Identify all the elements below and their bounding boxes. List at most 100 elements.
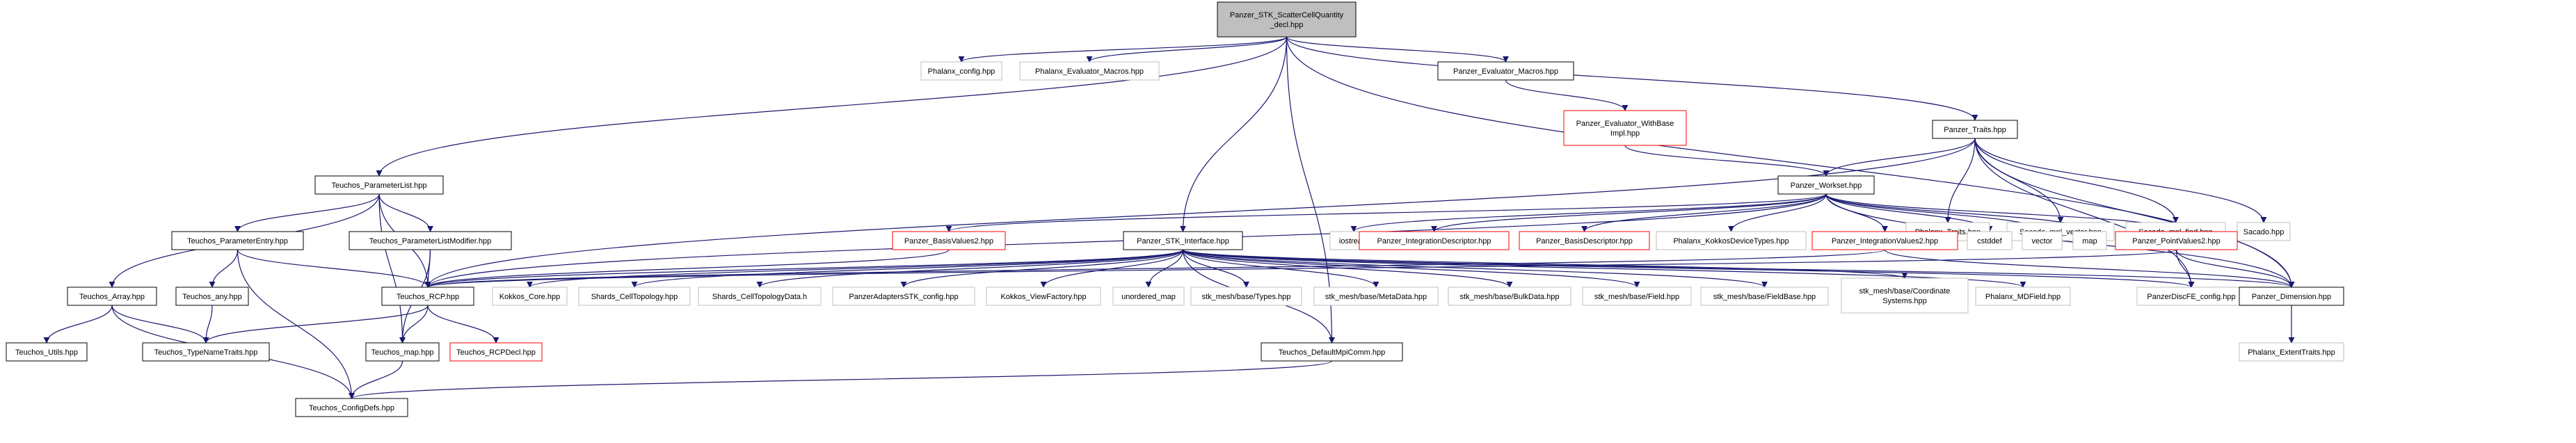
- node-phalanx-mdfield[interactable]: Phalanx_MDField.hpp: [1975, 287, 2071, 306]
- node-label: Teuchos_map.hpp: [371, 348, 434, 357]
- node-teuchos-configdefs[interactable]: Teuchos_ConfigDefs.hpp: [295, 398, 408, 417]
- node-stk-metadata[interactable]: stk_mesh/base/MetaData.hpp: [1313, 287, 1439, 306]
- node-teuchos-utils[interactable]: Teuchos_Utils.hpp: [6, 342, 88, 362]
- node-vector[interactable]: vector: [2022, 231, 2063, 250]
- node-teuchos-rcp[interactable]: Teuchos_RCP.hpp: [381, 287, 474, 306]
- node-label: Teuchos_any.hpp: [182, 293, 241, 301]
- edge-panzer_workset-to-panzer_intdesc: [1431, 193, 1827, 232]
- node-label: Phalanx_MDField.hpp: [1985, 293, 2061, 301]
- node-shards-celltopo[interactable]: Shards_CellTopology.hpp: [578, 287, 691, 306]
- edge-root-to-phalanx_config: [958, 36, 1288, 63]
- node-box: [698, 287, 822, 306]
- edge-teuchos_map-to-teuchos_configdefs: [349, 360, 403, 399]
- node-phalanx-kokkosdevtypes[interactable]: Phalanx_KokkosDeviceTypes.hpp: [1656, 231, 1807, 250]
- node-cstddef[interactable]: cstddef: [1967, 231, 2013, 250]
- edge-panzer_pointvalues2-to-teuchos_rcp: [425, 249, 2177, 288]
- node-panzer-workset[interactable]: Panzer_Workset.hpp: [1777, 175, 1875, 195]
- edge-panzer_stk_interface-to-stk_bulkdata: [1182, 249, 1513, 288]
- edge-panzer_workset-to-iostream: [1350, 193, 1827, 232]
- node-stk-fieldbase[interactable]: stk_mesh/base/FieldBase.hpp: [1700, 287, 1829, 306]
- node-teuchos-paramlistmod[interactable]: Teuchos_ParameterListModifier.hpp: [349, 231, 512, 250]
- node-teuchos-defaultmpicomm[interactable]: Teuchos_DefaultMpiComm.hpp: [1261, 342, 1403, 362]
- node-stk-types[interactable]: stk_mesh/base/Types.hpp: [1190, 287, 1302, 306]
- node-box: [2022, 231, 2063, 250]
- node-label: Kokkos_ViewFactory.hpp: [1000, 293, 1086, 301]
- edge-panzer_traits-to-teuchos_rcp: [424, 138, 1976, 288]
- node-label: Teuchos_DefaultMpiComm.hpp: [1279, 348, 1385, 357]
- node-label: Teuchos_Array.hpp: [79, 293, 145, 301]
- node-box: [6, 342, 88, 362]
- node-teuchos-paramentry[interactable]: Teuchos_ParameterEntry.hpp: [171, 231, 304, 250]
- node-box: [1261, 342, 1403, 362]
- node-teuchos-array[interactable]: Teuchos_Array.hpp: [67, 287, 157, 306]
- edge-panzer_traits-to-panzer_discfe_config: [1974, 138, 2195, 288]
- node-panzer-discfe-config[interactable]: PanzerDiscFE_config.hpp: [2136, 287, 2246, 306]
- edge-teuchos_rcp-to-teuchos_map: [399, 305, 429, 344]
- edge-panzer_stk_interface-to-panzer_dimension: [1182, 249, 2295, 288]
- edge-teuchos_rcp-to-teuchos_rcpdecl: [427, 305, 499, 344]
- node-label: vector: [2032, 237, 2053, 245]
- node-box: [1217, 1, 1357, 38]
- node-label: Sacado.hpp: [2243, 228, 2285, 236]
- node-box: [175, 287, 249, 306]
- node-box: [67, 287, 157, 306]
- node-label: Phalanx_KokkosDeviceTypes.hpp: [1673, 237, 1789, 245]
- node-label: Systems.hpp: [1882, 297, 1927, 305]
- node-label: Panzer_IntegrationValues2.hpp: [1832, 237, 1938, 245]
- node-unordered-map[interactable]: unordered_map: [1112, 287, 1185, 306]
- node-teuchos-rcpdecl[interactable]: Teuchos_RCPDecl.hpp: [449, 342, 543, 362]
- node-stk-bulkdata[interactable]: stk_mesh/base/BulkData.hpp: [1448, 287, 1571, 306]
- node-box: [892, 231, 1006, 250]
- node-label: Panzer_STK_Interface.hpp: [1137, 237, 1229, 245]
- node-phalanx-eval-macros[interactable]: Phalanx_Evaluator_Macros.hpp: [1019, 61, 1160, 81]
- edge-teuchos_array-to-teuchos_typenametraits: [111, 305, 209, 344]
- node-map[interactable]: map: [2072, 231, 2107, 250]
- node-box: [1777, 175, 1875, 195]
- node-panzer-eval-macros[interactable]: Panzer_Evaluator_Macros.hpp: [1437, 61, 1574, 81]
- node-box: [1448, 287, 1571, 306]
- node-label: Teuchos_ParameterListModifier.hpp: [369, 237, 491, 245]
- edge-teuchos_any-to-teuchos_typenametraits: [202, 305, 213, 344]
- node-root[interactable]: Panzer_STK_ScatterCellQuantity_decl.hpp: [1217, 1, 1357, 38]
- node-label: Impl.hpp: [1610, 129, 1640, 138]
- node-box: [381, 287, 474, 306]
- node-stk-field[interactable]: stk_mesh/base/Field.hpp: [1582, 287, 1692, 306]
- edge-teuchos_paramentry-to-teuchos_configdefs: [237, 249, 355, 399]
- node-panzer-basisvalues2[interactable]: Panzer_BasisValues2.hpp: [892, 231, 1006, 250]
- edge-panzer_stk_interface-to-panzer_adapters_stk_config: [900, 249, 1184, 288]
- edge-panzer_traits-to-sacado_mpl_vector: [1974, 138, 2064, 223]
- node-phalanx-config[interactable]: Phalanx_config.hpp: [920, 61, 1002, 81]
- node-label: PanzerDiscFE_config.hpp: [2147, 293, 2235, 301]
- node-teuchos-typenametraits[interactable]: Teuchos_TypeNameTraits.hpp: [142, 342, 270, 362]
- node-shards-celltopodata[interactable]: Shards_CellTopologyData.h: [698, 287, 822, 306]
- node-panzer-intdesc[interactable]: Panzer_IntegrationDescriptor.hpp: [1359, 231, 1510, 250]
- node-label: Panzer_STK_ScatterCellQuantity: [1230, 11, 1344, 19]
- node-panzer-stk-interface[interactable]: Panzer_STK_Interface.hpp: [1123, 231, 1243, 250]
- node-teuchos-map[interactable]: Teuchos_map.hpp: [365, 342, 440, 362]
- node-panzer-intvalues2[interactable]: Panzer_IntegrationValues2.hpp: [1811, 231, 1958, 250]
- node-kokkos-core[interactable]: Kokkos_Core.hpp: [492, 287, 568, 306]
- node-panzer-traits[interactable]: Panzer_Traits.hpp: [1932, 120, 2018, 139]
- node-teuchos-any[interactable]: Teuchos_any.hpp: [175, 287, 249, 306]
- node-kokkos-viewfactory[interactable]: Kokkos_ViewFactory.hpp: [986, 287, 1101, 306]
- edge-teuchos_paramentry-to-teuchos_any: [209, 249, 239, 288]
- node-phalanx-extenttraits[interactable]: Phalanx_ExtentTraits.hpp: [2239, 342, 2344, 362]
- node-label: PanzerAdaptersSTK_config.hpp: [849, 293, 958, 301]
- node-box: [1519, 231, 1650, 250]
- edge-panzer_workset-to-panzer_pointvalues2: [1825, 193, 2179, 232]
- node-panzer-pointvalues2[interactable]: Panzer_PointValues2.hpp: [2115, 231, 2238, 250]
- node-panzer-basisdesc[interactable]: Panzer_BasisDescriptor.hpp: [1519, 231, 1650, 250]
- node-label: Phalanx_Evaluator_Macros.hpp: [1035, 67, 1144, 76]
- node-sacado[interactable]: Sacado.hpp: [2237, 222, 2291, 241]
- node-teuchos-paramlist[interactable]: Teuchos_ParameterList.hpp: [314, 175, 444, 195]
- node-panzer-adapters-stk-config[interactable]: PanzerAdaptersSTK_config.hpp: [832, 287, 975, 306]
- edge-panzer_traits-to-panzer_workset: [1823, 138, 1976, 177]
- node-label: stk_mesh/base/Types.hpp: [1202, 293, 1291, 301]
- node-panzer-dimension[interactable]: Panzer_Dimension.hpp: [2239, 287, 2344, 306]
- node-box: [1563, 110, 1687, 146]
- node-box: [171, 231, 304, 250]
- node-box: [1967, 231, 2013, 250]
